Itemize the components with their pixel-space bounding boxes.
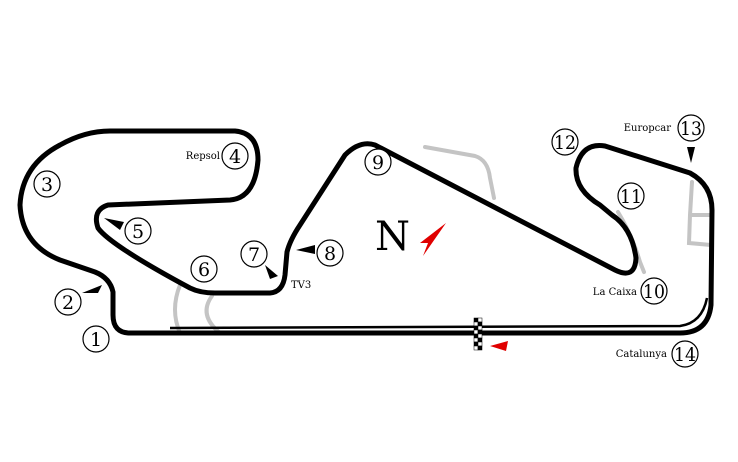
turn-number: 2	[62, 292, 74, 314]
turn-circle	[677, 114, 705, 142]
turn-13: 13 Europcar	[624, 114, 705, 142]
turn-number: 14	[674, 344, 696, 366]
turn-14: 14 Catalunya	[616, 340, 699, 368]
turn-name: Europcar	[624, 123, 672, 134]
track-outline	[17, 128, 715, 336]
turn-number: 13	[680, 118, 702, 140]
turn-10: 10 La Caixa	[593, 277, 668, 305]
corner-markers	[82, 147, 695, 293]
turn-5: 5	[124, 217, 152, 245]
turn-name: Catalunya	[616, 349, 667, 360]
turn-circle	[124, 217, 152, 245]
turn-1: 1	[82, 325, 110, 353]
turn-circle	[190, 255, 218, 283]
turn-2: 2	[54, 288, 82, 316]
turn-11: 11	[617, 182, 645, 210]
turn-number: 6	[198, 259, 210, 281]
turn-circle	[640, 277, 668, 305]
direction-arrow	[490, 341, 508, 351]
turn-number: 3	[41, 174, 53, 196]
turn-number: 8	[324, 243, 336, 265]
turn-12: 12	[551, 128, 579, 156]
start-finish-line	[473, 317, 483, 351]
turn-number: 11	[620, 186, 642, 208]
turn-circle	[54, 288, 82, 316]
turn-circle	[364, 148, 392, 176]
turn-4: 4 Repsol	[186, 142, 249, 170]
turn-number: 5	[132, 221, 144, 243]
turn-9: 9	[364, 148, 392, 176]
turn-8: 8	[316, 239, 344, 267]
turn-circle	[82, 325, 110, 353]
turn-circle	[316, 239, 344, 267]
turn-circle	[551, 128, 579, 156]
turn-3: 3	[33, 170, 61, 198]
turn-circle	[671, 340, 699, 368]
turn-number: 9	[372, 152, 384, 174]
turn-6: 6	[190, 255, 218, 283]
turn-name: Repsol	[186, 151, 220, 162]
turn-circle	[617, 182, 645, 210]
turn-number: 10	[643, 281, 665, 303]
north-arrow-icon	[420, 223, 446, 256]
turn-circle	[33, 170, 61, 198]
north-label: N	[375, 214, 410, 260]
turn-number: 1	[90, 329, 102, 351]
turn-name: TV3	[291, 280, 311, 291]
turn-circle	[240, 240, 268, 268]
turn-number: 12	[554, 132, 576, 154]
turn-circle	[221, 142, 249, 170]
turn-name: La Caixa	[593, 287, 637, 298]
turn-number: 7	[248, 244, 260, 266]
pit-lane	[169, 297, 709, 330]
turn-number: 4	[229, 146, 241, 168]
